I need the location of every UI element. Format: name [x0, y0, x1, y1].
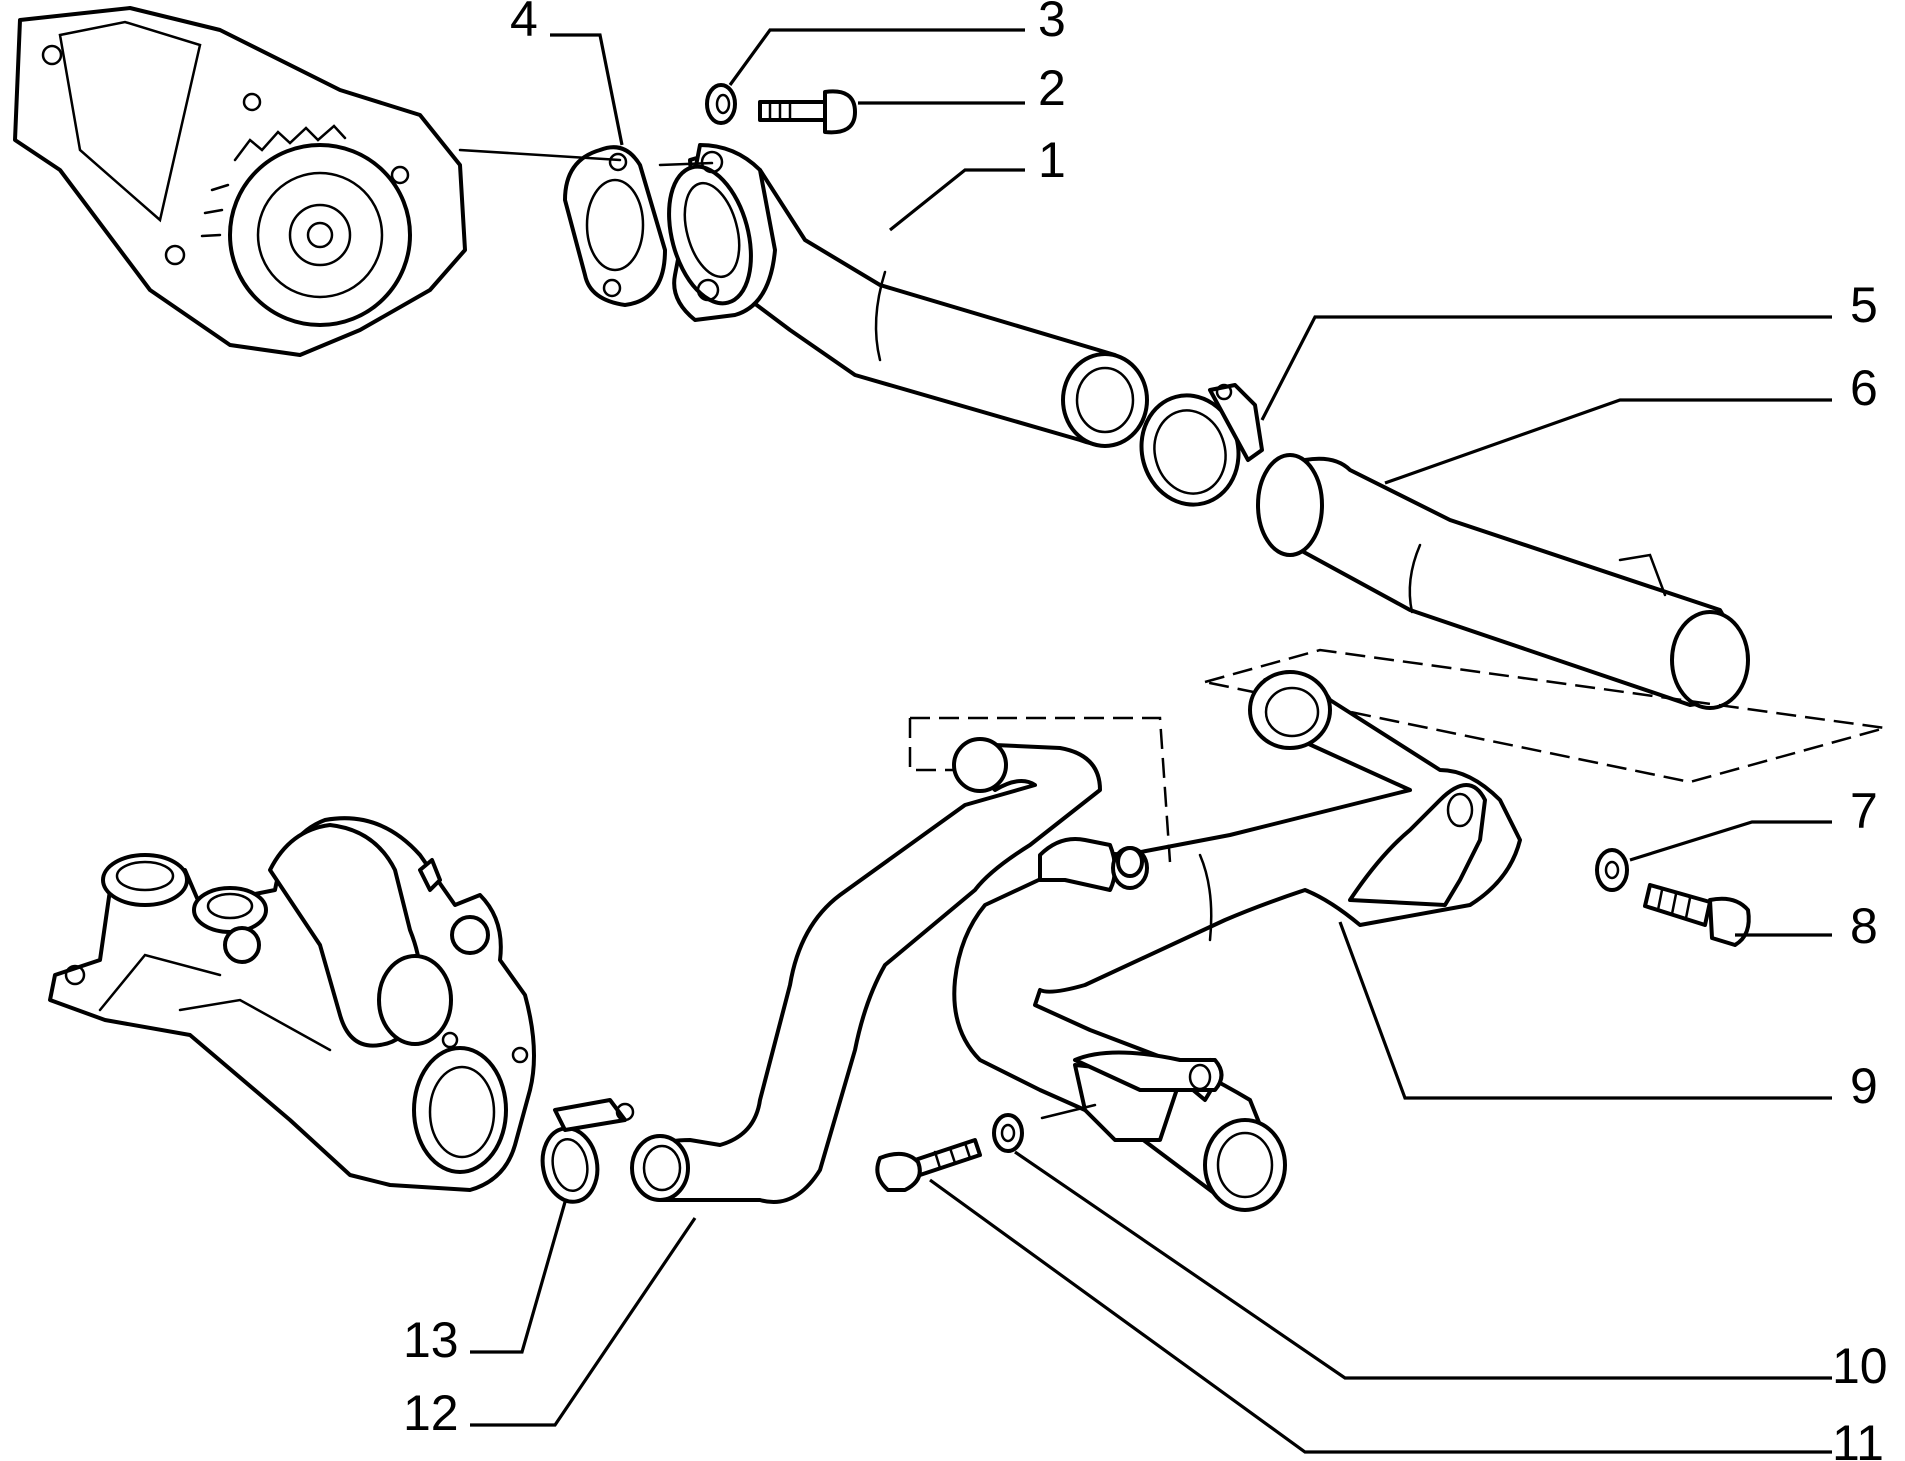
hose-clamp-5 — [1139, 383, 1264, 507]
callout-4: 4 — [510, 0, 538, 47]
callout-5: 5 — [1850, 277, 1878, 333]
callout-1: 1 — [1038, 132, 1066, 188]
connector-lines — [458, 148, 1097, 1120]
thermostat-housing — [48, 816, 536, 1192]
manifold-pipe-9 — [952, 670, 1522, 1212]
bolt-8 — [1643, 883, 1751, 947]
callout-11: 11 — [1832, 1415, 1884, 1461]
callout-12: 12 — [403, 1385, 459, 1441]
callout-8: 8 — [1850, 898, 1878, 954]
washer-10 — [992, 1113, 1024, 1153]
callout-3: 3 — [1038, 0, 1066, 47]
callout-6: 6 — [1850, 360, 1878, 416]
hose-clamp-13 — [540, 1098, 635, 1204]
hose-12 — [630, 737, 1102, 1204]
reference-outline-2 — [908, 716, 1172, 863]
callout-2: 2 — [1038, 60, 1066, 116]
callout-7: 7 — [1850, 783, 1878, 839]
callout-10: 10 — [1832, 1338, 1888, 1394]
callout-13: 13 — [403, 1312, 459, 1368]
pump-body — [13, 6, 467, 357]
callout-labels: 1 2 3 4 5 6 7 8 9 10 11 12 13 — [403, 0, 1888, 1461]
gasket-4 — [563, 145, 667, 307]
pipe-1 — [667, 143, 1149, 448]
bolt-2 — [758, 89, 857, 135]
hose-6 — [1256, 453, 1750, 710]
washer-3 — [705, 83, 737, 125]
bolt-11 — [875, 1138, 982, 1192]
reference-outline — [1204, 648, 1886, 784]
washer-7 — [1595, 848, 1629, 892]
leader-lines — [470, 28, 1832, 1454]
callout-9: 9 — [1850, 1058, 1878, 1114]
